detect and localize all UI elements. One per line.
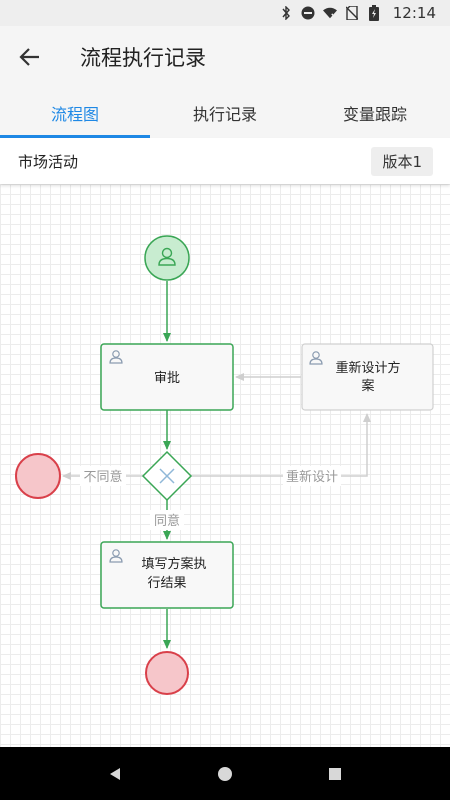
battery-icon — [367, 5, 381, 21]
task-label-line1: 重新设计方 — [335, 360, 400, 376]
flowchart-diagram: 不同意 重新设计 同意 审批 — [15, 235, 434, 695]
page-title: 流程执行记录 — [80, 46, 206, 70]
nav-back-button[interactable] — [95, 754, 135, 794]
edge-label-disagree: 不同意 — [83, 469, 122, 485]
status-bar: 12:14 — [0, 0, 450, 26]
task-redesign[interactable]: 重新设计方 案 — [301, 343, 434, 411]
edge-label-agree: 同意 — [154, 513, 180, 529]
bluetooth-icon — [279, 6, 293, 20]
circle-home-icon — [218, 766, 232, 781]
tab-bar: 流程图 执行记录 变量跟踪 — [0, 88, 450, 138]
user-icon — [158, 247, 176, 266]
app-bar: 流程执行记录 — [0, 26, 450, 88]
exclusive-gateway[interactable] — [141, 450, 193, 502]
task-label-line1: 填写方案执 — [141, 556, 206, 572]
tab-flowchart[interactable]: 流程图 — [0, 88, 150, 138]
task-label-line2: 行结果 — [147, 576, 186, 591]
start-event[interactable] — [144, 235, 190, 281]
wifi-off-icon — [322, 6, 337, 20]
end-event-rejected[interactable] — [15, 453, 61, 499]
nav-home-button[interactable] — [205, 754, 245, 794]
triangle-back-icon — [110, 767, 120, 780]
system-nav-bar — [0, 747, 450, 800]
user-icon — [109, 350, 123, 364]
square-recents-icon — [329, 767, 341, 780]
user-icon — [309, 351, 323, 365]
process-info-bar: 市场活动 版本1 — [0, 138, 450, 184]
x-mark-icon — [159, 468, 175, 484]
arrow-left-icon — [19, 48, 39, 66]
task-approve[interactable]: 审批 — [100, 343, 234, 411]
task-label: 审批 — [154, 371, 180, 386]
end-event[interactable] — [145, 651, 189, 695]
flowchart-canvas[interactable]: 不同意 重新设计 同意 审批 — [0, 184, 450, 747]
back-button[interactable] — [0, 26, 60, 88]
user-icon — [109, 549, 123, 563]
task-label-line2: 案 — [361, 379, 374, 394]
tab-variable-tracking[interactable]: 变量跟踪 — [342, 105, 407, 124]
no-sim-icon — [345, 6, 359, 20]
process-name: 市场活动 — [18, 152, 79, 171]
status-time: 12:14 — [392, 4, 436, 22]
nav-recents-button[interactable] — [315, 754, 355, 794]
version-button[interactable]: 版本1 — [371, 146, 433, 176]
edge-label-redesign: 重新设计 — [286, 469, 338, 485]
edge-gateway-to-redesign — [191, 413, 371, 477]
do-not-disturb-icon — [301, 6, 315, 20]
tab-execution-records[interactable]: 执行记录 — [192, 105, 257, 124]
task-fill-result[interactable]: 填写方案执 行结果 — [100, 541, 234, 609]
